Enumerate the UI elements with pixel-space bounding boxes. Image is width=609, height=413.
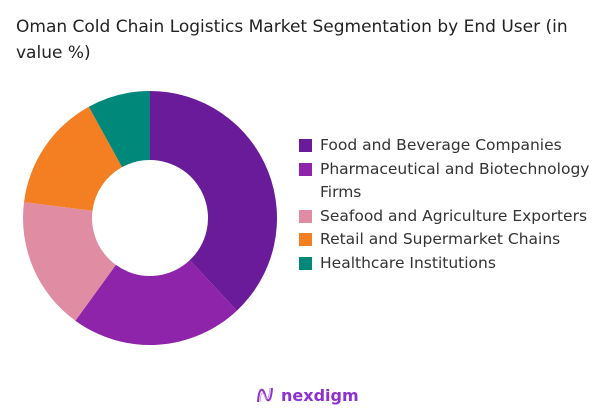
legend-item: Healthcare Institutions bbox=[299, 252, 599, 276]
nexdigm-logo: nexdigm bbox=[255, 385, 359, 405]
legend-swatch bbox=[299, 162, 312, 176]
legend-label: Retail and Supermarket Chains bbox=[320, 230, 561, 248]
logo-text: nexdigm bbox=[281, 385, 359, 405]
slice-3 bbox=[24, 106, 123, 211]
legend-swatch bbox=[299, 209, 312, 223]
legend-label: Healthcare Institutions bbox=[320, 253, 496, 272]
logo-mark-icon bbox=[257, 387, 273, 403]
legend-label: Pharmaceutical and Biotechnology Firms bbox=[320, 159, 590, 202]
legend-swatch bbox=[299, 256, 312, 270]
legend-item: Food and Beverage Companies bbox=[299, 134, 599, 158]
legend-label: Food and Beverage Companies bbox=[320, 136, 562, 154]
slice-4 bbox=[88, 91, 150, 168]
slice-1 bbox=[75, 260, 237, 345]
legend-item: Retail and Supermarket Chains bbox=[299, 228, 599, 252]
slice-2 bbox=[22, 202, 116, 321]
legend-item: Pharmaceutical and Biotechnology Firms bbox=[299, 158, 599, 205]
legend-label: Seafood and Agriculture Exporters bbox=[320, 206, 588, 225]
legend-swatch bbox=[299, 139, 312, 152]
slice-0 bbox=[150, 91, 277, 311]
legend-swatch bbox=[299, 233, 312, 246]
chart-title: Oman Cold Chain Logistics Market Segment… bbox=[16, 17, 568, 63]
legend-item: Seafood and Agriculture Exporters bbox=[299, 205, 599, 229]
